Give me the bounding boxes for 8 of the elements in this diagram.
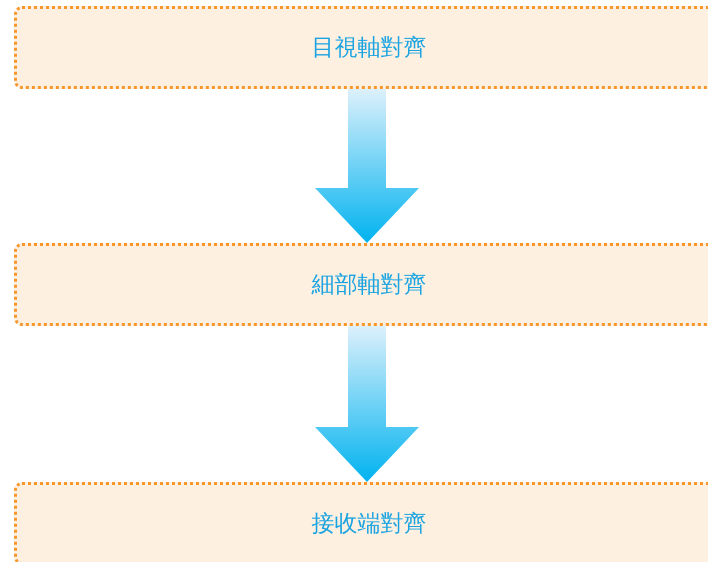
step-label: 細部軸對齊 bbox=[312, 271, 426, 300]
arrow bbox=[315, 326, 419, 482]
step-label: 目視軸對齊 bbox=[312, 34, 426, 63]
arrow bbox=[315, 89, 419, 243]
step-label: 接收端對齊 bbox=[312, 510, 426, 539]
process-box bbox=[14, 482, 708, 562]
process-box bbox=[14, 6, 708, 89]
process-box bbox=[14, 243, 708, 326]
